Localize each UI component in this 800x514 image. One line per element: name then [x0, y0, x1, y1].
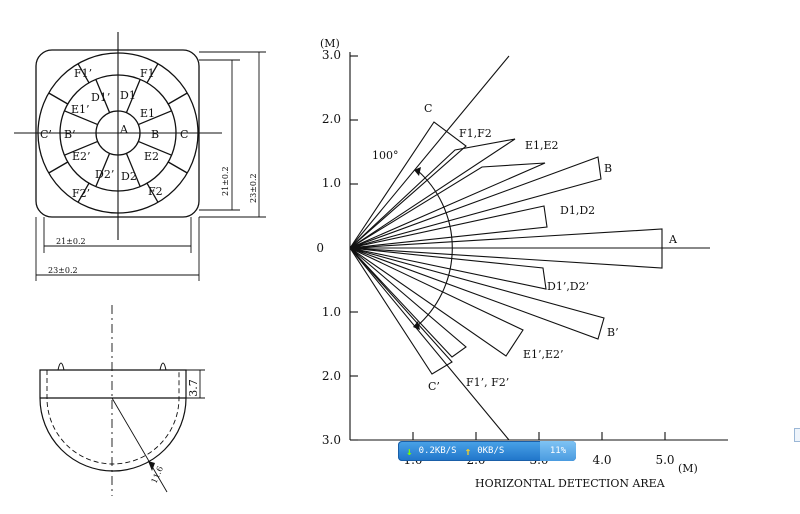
beam-c [349, 121, 467, 249]
lens-spoke [48, 161, 69, 174]
beam-a [349, 228, 663, 269]
lens-spoke [138, 140, 172, 156]
lens-zone-labels: F1’ F1 D1’ D1 E1’ E1 C’ B’ A B C E2’ E2 … [40, 67, 188, 200]
upload-arrow-icon: ↑ [464, 444, 472, 458]
lens-spoke [125, 79, 141, 113]
lens-spoke [64, 110, 98, 126]
lens-spoke [125, 153, 141, 187]
lens-spoke [146, 63, 159, 84]
dim-outer-horizontal: 23±0.2 [48, 266, 78, 275]
y-tick-label: 1.0 [322, 176, 341, 190]
download-speed: 0.2KB/S [418, 446, 457, 456]
beam-label-a: A [668, 233, 678, 246]
x-unit-label: (M) [678, 462, 698, 475]
zone-label-e2: E2 [144, 150, 159, 163]
zone-label-f1: F1 [140, 67, 155, 80]
dim-inner-vertical: 21±0.2 [221, 166, 230, 196]
dim-outer-vertical: 23±0.2 [249, 173, 258, 203]
detection-area-chart: (M) 3.0 2.0 1.0 0 1.0 2.0 3.0 1.0 2.0 3.… [316, 37, 728, 490]
download-arrow-icon: ↓ [406, 444, 413, 458]
lens-spoke [138, 110, 172, 126]
lens-front-view [14, 32, 222, 240]
dim-inner-horizontal: 21±0.2 [56, 237, 86, 246]
lens-spoke [95, 153, 111, 187]
x-tick-label: 4.0 [592, 453, 611, 467]
x-tick-label: 5.0 [655, 453, 674, 467]
zone-label-d2p: D2’ [95, 168, 114, 181]
x-axis-title: HORIZONTAL DETECTION AREA [475, 477, 666, 490]
beam-cp [349, 247, 453, 375]
zone-label-b: B [151, 128, 159, 141]
lens-spoke [48, 92, 69, 105]
beam-b [349, 156, 602, 249]
beam-f1f2 [349, 138, 516, 249]
lens-spoke [146, 182, 159, 203]
zone-label-d1: D1 [120, 89, 136, 102]
y-unit-label: (M) [320, 37, 340, 50]
lens-spoke [64, 140, 98, 156]
y-tick-label: 1.0 [322, 305, 341, 319]
lens-spoke [167, 161, 188, 174]
fov-boundary-upper [349, 55, 510, 249]
zone-label-d2: D2 [121, 170, 137, 183]
lens-spoke [167, 92, 188, 105]
network-speed-widget[interactable]: ↓ 0.2KB/S ↑ 0KB/S 11% [398, 441, 576, 461]
fov-angle-arc [415, 169, 453, 328]
beam-label-e1e2: E1,E2 [525, 139, 559, 152]
upload-speed: 0KB/S [477, 446, 505, 456]
fov-boundary-lower [349, 247, 510, 441]
beam-label-d1d2: D1,D2 [560, 204, 595, 217]
zone-label-e1: E1 [140, 107, 155, 120]
lens-spoke [77, 63, 90, 84]
zone-label-c: C [180, 128, 188, 141]
beam-d1pd2p [349, 247, 547, 290]
lens-side-view [39, 305, 205, 496]
beam-label-c: C [424, 102, 432, 115]
fov-angle-label: 100° [372, 149, 399, 162]
zone-label-f2: F2 [148, 185, 163, 198]
lens-front-dimensions [35, 51, 266, 281]
side-tab-handle[interactable] [794, 428, 800, 442]
zone-label-a: A [119, 123, 129, 136]
zone-label-d1p: D1’ [91, 91, 110, 104]
zone-label-f2p: F2’ [72, 187, 90, 200]
lens-spoke [77, 182, 90, 203]
beam-f1pf2p [349, 247, 467, 358]
lens-side-dimension-labels: 3.7 11.6 [150, 379, 200, 485]
beam-label-cp: C’ [428, 380, 440, 393]
height-label: 3.7 [187, 379, 200, 397]
y-tick-label: 3.0 [322, 48, 341, 62]
beam-e1pe2p [349, 247, 524, 357]
beam-e1e2 [349, 162, 546, 249]
beam-label-f1f2: F1,F2 [459, 127, 492, 140]
zone-label-cp: C’ [40, 128, 52, 141]
zone-label-bp: B’ [64, 128, 76, 141]
y-tick-label: 2.0 [322, 369, 341, 383]
y-tick-label: 2.0 [322, 112, 341, 126]
y-tick-label: 0 [316, 241, 324, 255]
beam-label-d1pd2p: D1’,D2’ [547, 280, 589, 293]
usage-percent: 11% [540, 441, 576, 461]
zone-label-f1p: F1’ [74, 67, 92, 80]
beam-label-bp: B’ [607, 326, 619, 339]
zone-label-e1p: E1’ [71, 103, 90, 116]
beam-bp [349, 247, 605, 340]
y-tick-label: 3.0 [322, 433, 341, 447]
lens-front-dimension-labels: 21±0.2 23±0.2 21±0.2 23±0.2 [48, 166, 258, 275]
beam-label-b: B [604, 162, 612, 175]
beam-label-e1pe2p: E1’,E2’ [523, 348, 564, 361]
lens-spoke [95, 79, 111, 113]
beam-d1d2 [349, 205, 548, 249]
beam-label-f1pf2p: F1’, F2’ [466, 376, 509, 389]
zone-label-e2p: E2’ [72, 150, 91, 163]
